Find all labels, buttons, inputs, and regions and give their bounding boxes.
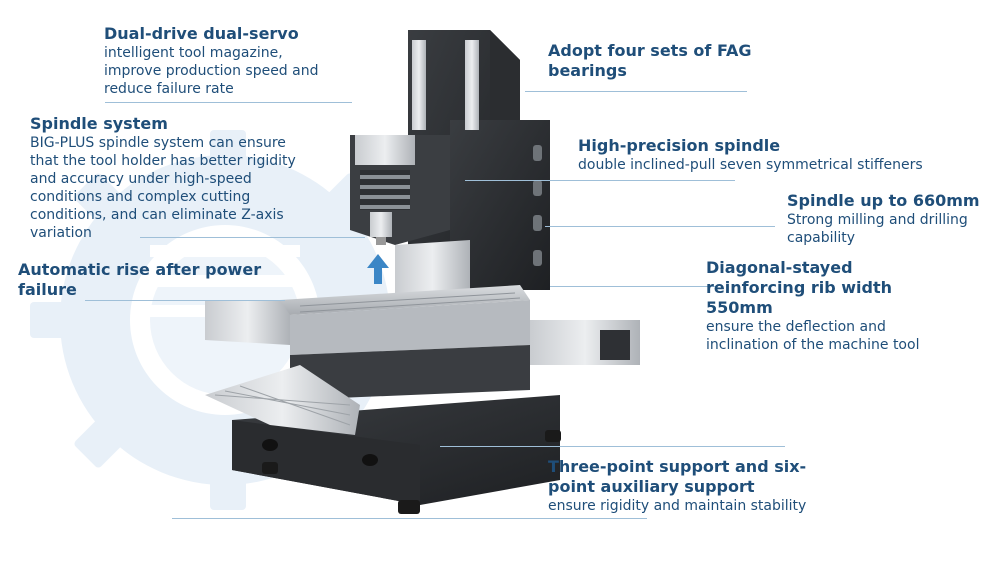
callout-title: failure [18, 280, 77, 299]
callout-desc: variation [30, 225, 92, 241]
callout-title: Three-point support and six- [548, 457, 807, 476]
callout-spindle-system: Spindle system BIG-PLUS spindle system c… [30, 114, 296, 242]
leader-line [550, 286, 715, 287]
leader-line [465, 180, 735, 181]
callout-high-precision-spindle: High-precision spindle double inclined-p… [578, 136, 923, 174]
callout-desc: ensure the deflection and [706, 319, 886, 335]
callout-title: point auxiliary support [548, 477, 755, 496]
leader-line [545, 226, 775, 227]
callout-title: 550mm [706, 298, 773, 317]
callout-desc: Strong milling and drilling [787, 212, 968, 228]
callout-title: Dual-drive dual-servo [104, 24, 299, 43]
callout-title: reinforcing rib width [706, 278, 892, 297]
callout-desc: conditions and complex cutting [30, 189, 251, 205]
leader-line [85, 300, 285, 301]
callout-title: Spindle system [30, 114, 168, 133]
callout-desc: inclination of the machine tool [706, 337, 920, 353]
callout-desc: BIG-PLUS spindle system can ensure [30, 135, 286, 151]
leader-line [140, 237, 365, 238]
leader-line [525, 91, 747, 92]
callout-desc: improve production speed and [104, 63, 319, 79]
callout-title: Diagonal-stayed [706, 258, 853, 277]
callout-title: Spindle up to 660mm [787, 191, 980, 210]
callout-desc: intelligent tool magazine, [104, 45, 283, 61]
leader-line [172, 518, 647, 519]
up-arrow-icon [367, 254, 389, 284]
leader-line [440, 446, 785, 447]
callout-fag-bearings: Adopt four sets of FAG bearings [548, 41, 752, 81]
callout-title: Automatic rise after power [18, 260, 262, 279]
callout-desc: conditions, and can eliminate Z-axis [30, 207, 284, 223]
callout-diagonal-rib: Diagonal-stayed reinforcing rib width 55… [706, 258, 919, 354]
leader-line [105, 102, 352, 103]
callout-desc: capability [787, 230, 856, 246]
callout-title: bearings [548, 61, 627, 80]
callout-desc: ensure rigidity and maintain stability [548, 498, 807, 514]
callout-title: Adopt four sets of FAG [548, 41, 752, 60]
callout-desc: reduce failure rate [104, 81, 234, 97]
callout-automatic-rise: Automatic rise after power failure [18, 260, 261, 300]
callout-desc: that the tool holder has better rigidity [30, 153, 296, 169]
callout-title: High-precision spindle [578, 136, 781, 155]
callout-three-point-support: Three-point support and six- point auxil… [548, 457, 806, 515]
callout-spindle-660: Spindle up to 660mm Strong milling and d… [787, 191, 980, 247]
callout-dual-drive: Dual-drive dual-servo intelligent tool m… [104, 24, 318, 98]
callout-desc: double inclined-pull seven symmetrical s… [578, 157, 923, 173]
callout-desc: and accuracy under high-speed [30, 171, 252, 187]
